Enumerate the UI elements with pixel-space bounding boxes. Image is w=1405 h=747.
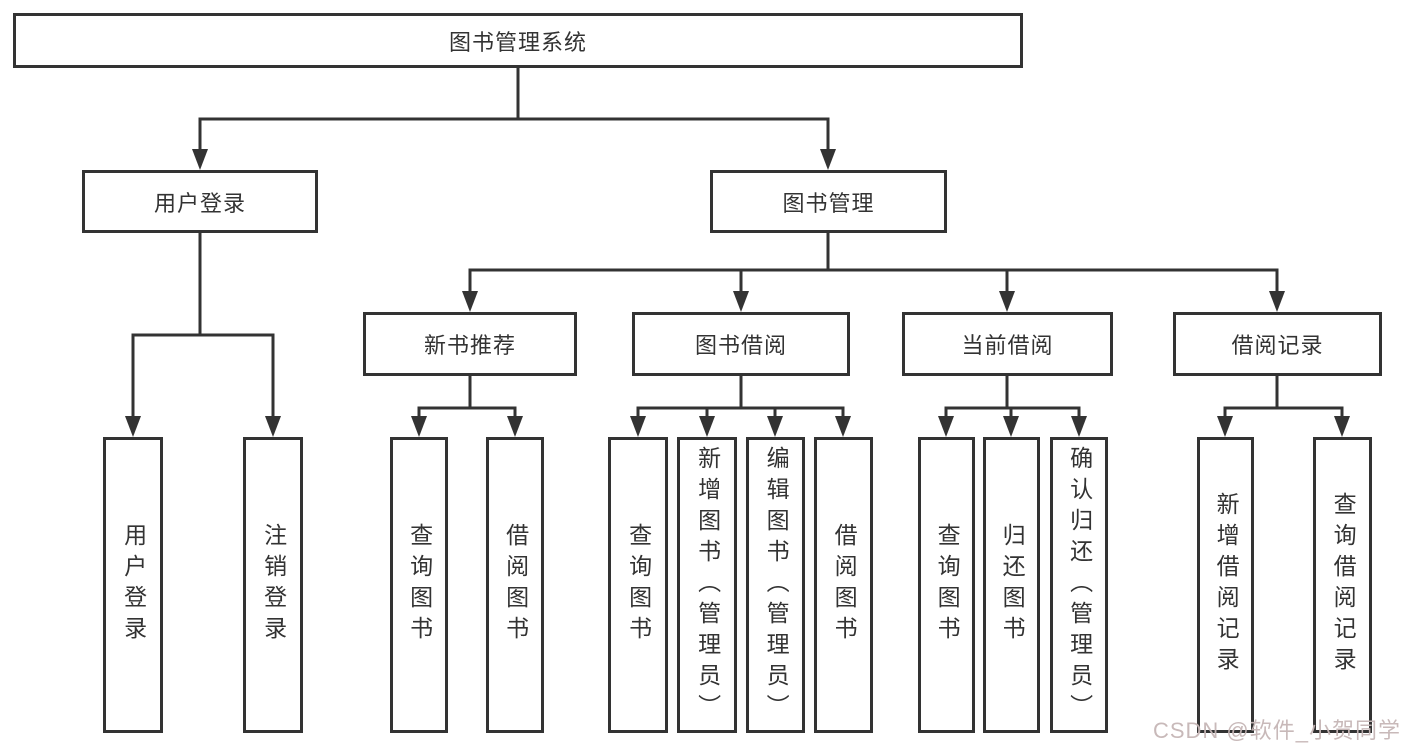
leaf-logout-label: 注销登录 [260,523,287,647]
leaf-query-books-current: 查询图书 [918,437,975,733]
node-book-management-label: 图书管理 [782,190,875,216]
leaf-return-book: 归还图书 [983,437,1040,733]
leaf-borrow-books-recommend-label: 借阅图书 [502,523,529,647]
leaf-query-books-recommend-label: 查询图书 [406,523,433,647]
node-borrow-records-label: 借阅记录 [1231,333,1324,358]
leaf-add-book-admin: 新增图书（管理员） [677,437,737,733]
leaf-edit-book-admin-label: 编辑图书（管理员） [763,445,790,725]
node-root-label: 图书管理系统 [448,29,587,55]
node-book-borrow: 图书借阅 [632,312,850,376]
node-current-borrow: 当前借阅 [902,312,1113,376]
leaf-query-borrow-record: 查询借阅记录 [1313,437,1372,733]
leaf-query-books-borrow-label: 查询图书 [625,523,652,647]
leaf-query-books-borrow: 查询图书 [608,437,668,733]
leaf-user-login: 用户登录 [103,437,163,733]
node-book-borrow-label: 图书借阅 [694,333,787,358]
leaf-borrow-books-2-label: 借阅图书 [831,523,858,647]
node-book-management: 图书管理 [710,170,947,233]
leaf-query-borrow-record-label: 查询借阅记录 [1330,492,1357,678]
node-root: 图书管理系统 [13,13,1023,68]
node-new-book-recommend-label: 新书推荐 [423,333,516,358]
leaf-borrow-books-recommend: 借阅图书 [486,437,544,733]
csdn-watermark: CSDN @软件_小贺同学 [1152,718,1401,743]
leaf-add-book-admin-label: 新增图书（管理员） [694,445,721,725]
node-user-login-label: 用户登录 [153,190,246,216]
leaf-edit-book-admin: 编辑图书（管理员） [746,437,805,733]
node-current-borrow-label: 当前借阅 [961,333,1054,358]
leaf-add-borrow-record-label: 新增借阅记录 [1213,492,1240,678]
node-new-book-recommend: 新书推荐 [363,312,577,376]
node-borrow-records: 借阅记录 [1173,312,1382,376]
leaf-return-book-label: 归还图书 [999,523,1026,647]
leaf-user-login-label: 用户登录 [120,523,147,647]
node-user-login: 用户登录 [82,170,318,233]
leaf-borrow-books-2: 借阅图书 [814,437,873,733]
leaf-add-borrow-record: 新增借阅记录 [1197,437,1254,733]
leaf-confirm-return-admin: 确认归还（管理员） [1050,437,1108,733]
leaf-query-books-current-label: 查询图书 [934,523,961,647]
leaf-query-books-recommend: 查询图书 [390,437,448,733]
leaf-logout: 注销登录 [243,437,303,733]
leaf-confirm-return-admin-label: 确认归还（管理员） [1066,445,1093,725]
